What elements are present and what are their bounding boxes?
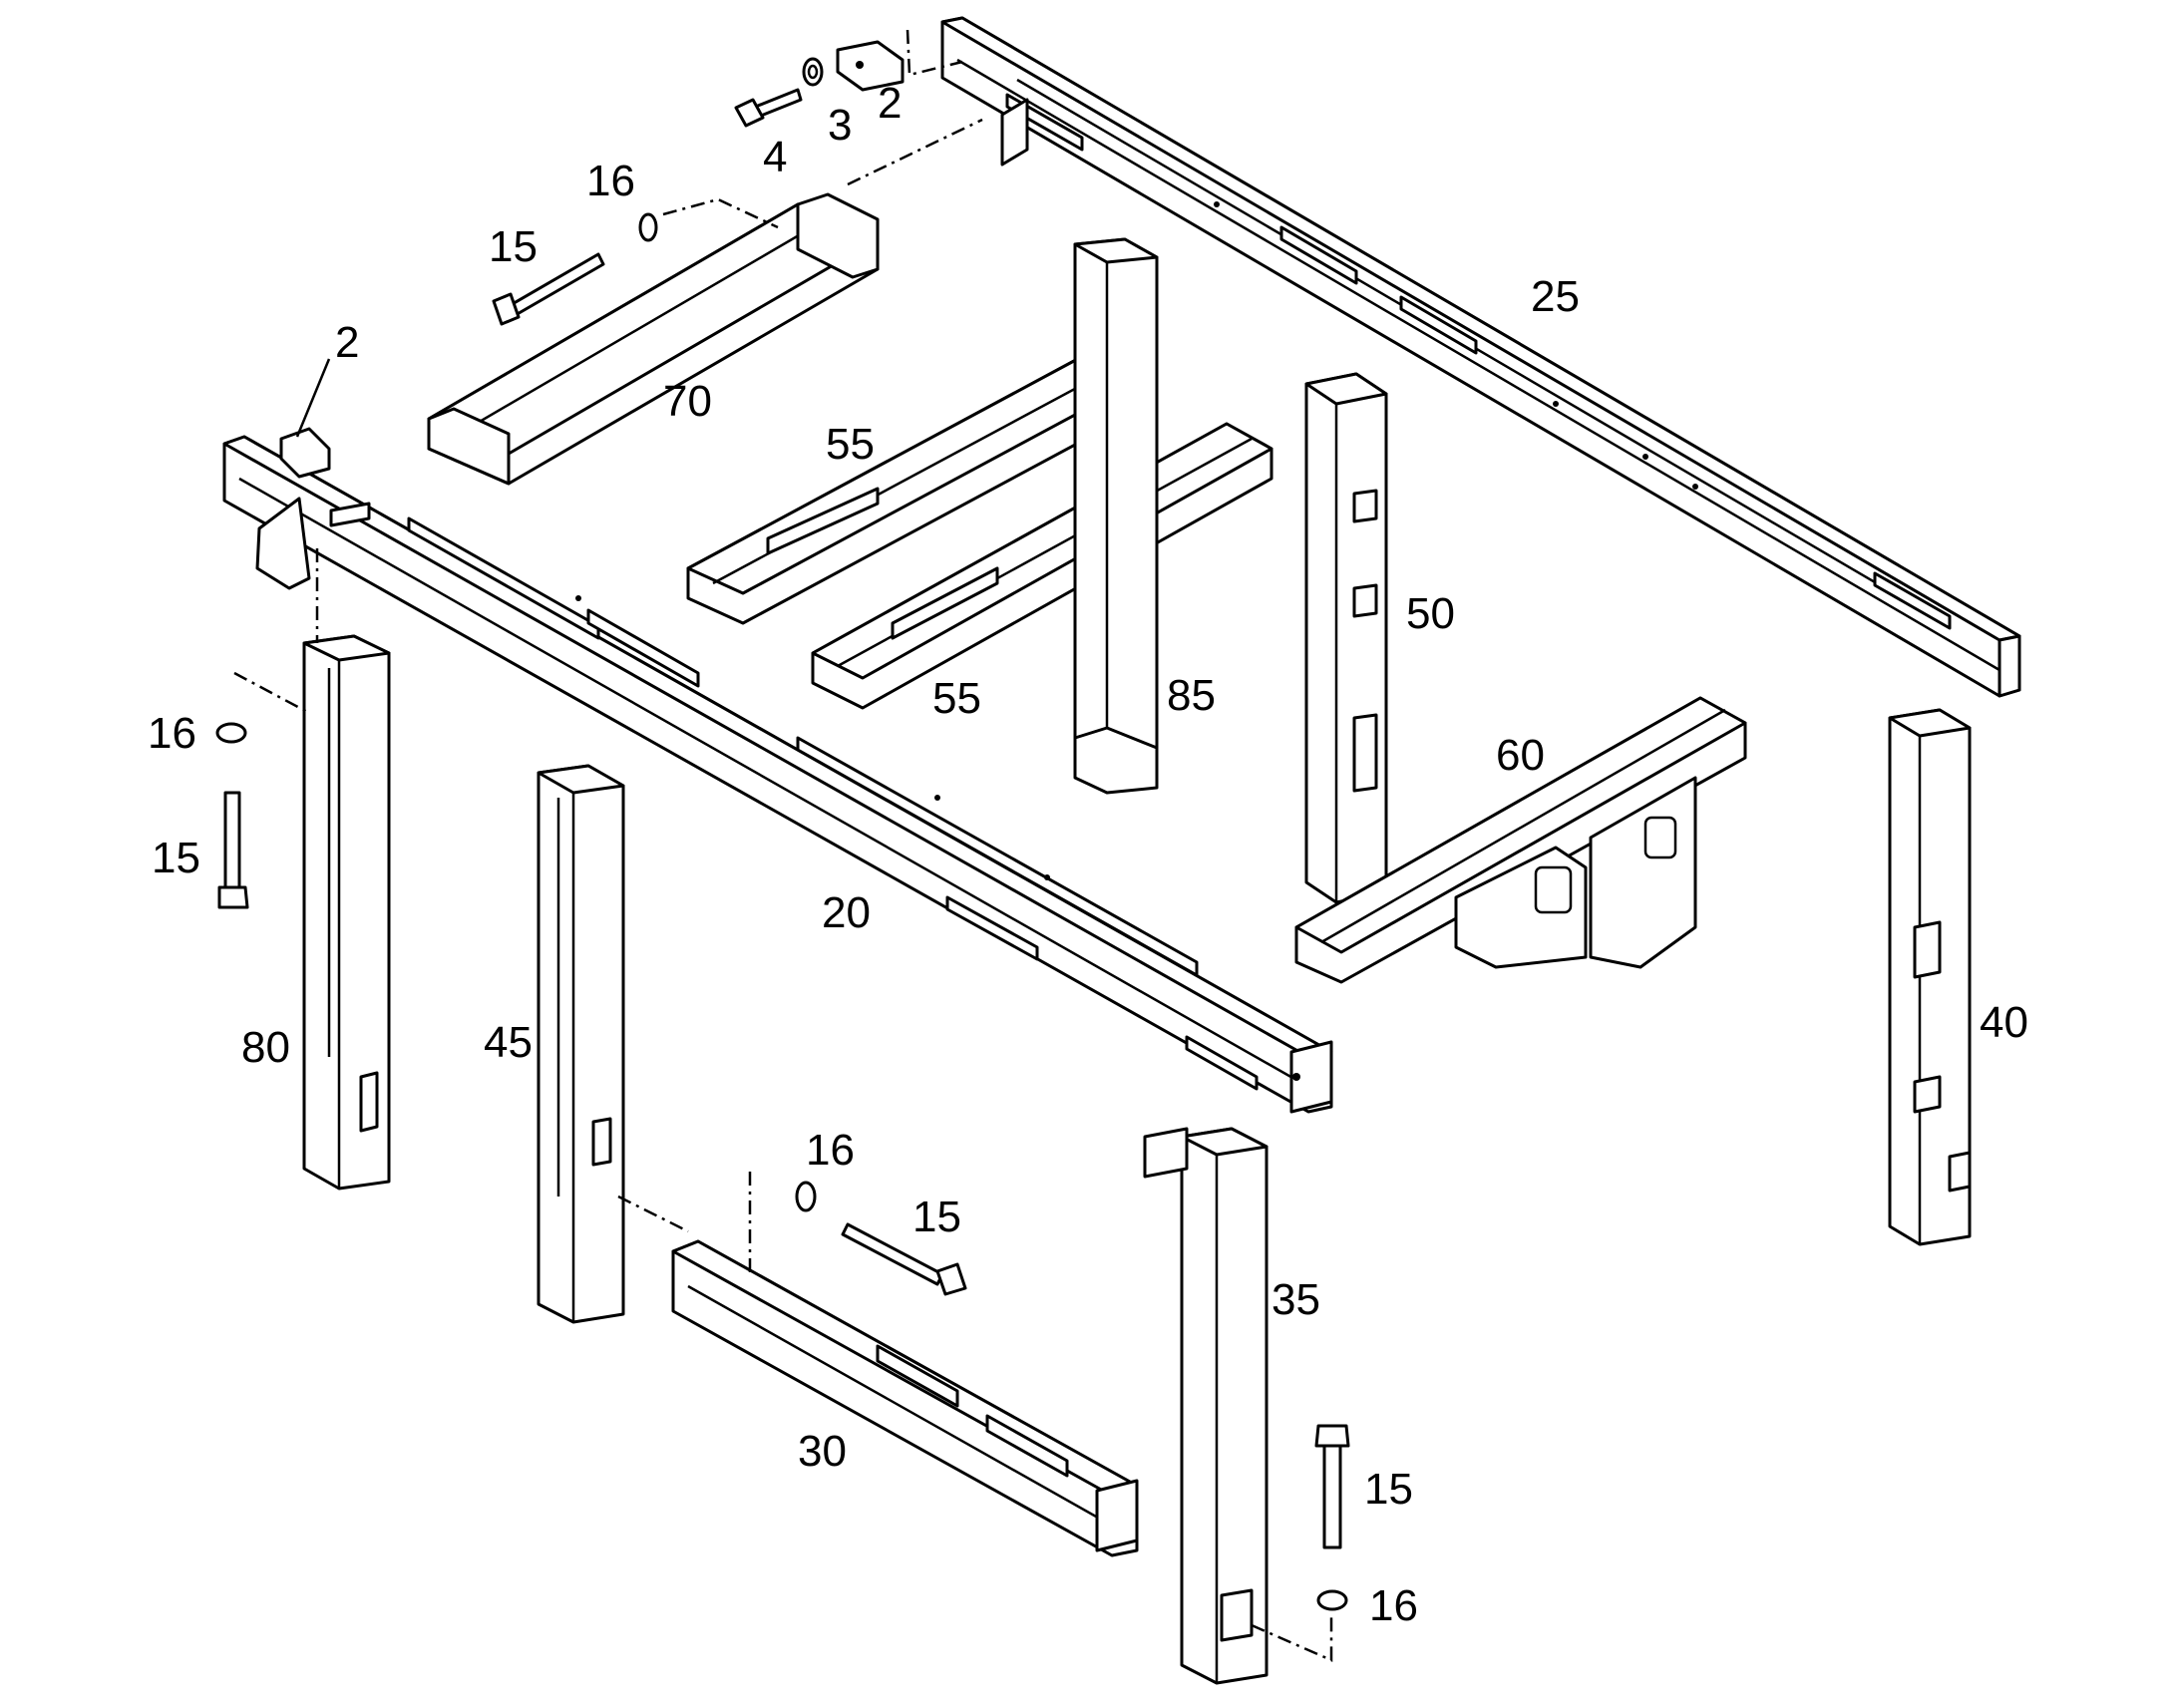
part-15-bolt-d bbox=[1314, 1424, 1350, 1549]
part-16-washer-a bbox=[638, 212, 658, 242]
part-50-post bbox=[1304, 372, 1388, 904]
callout-20: 20 bbox=[822, 888, 871, 937]
leader-dash-15a bbox=[662, 197, 779, 229]
leader-dash-45-30 bbox=[617, 1195, 689, 1233]
part-15-bolt-a bbox=[492, 252, 605, 326]
callout-4: 4 bbox=[763, 133, 787, 181]
part-35-post bbox=[1143, 1127, 1269, 1685]
part-2-bracket-top bbox=[836, 40, 905, 92]
callout-60: 60 bbox=[1496, 731, 1545, 780]
callout-15-right: 15 bbox=[1364, 1465, 1413, 1514]
callout-2-left: 2 bbox=[335, 318, 359, 367]
part-20-front-beam bbox=[222, 435, 1333, 1114]
callout-40: 40 bbox=[1980, 998, 2028, 1047]
callout-80: 80 bbox=[241, 1023, 290, 1072]
callout-35: 35 bbox=[1272, 1275, 1320, 1324]
part-70-crossbar bbox=[427, 192, 880, 486]
part-3-washer-top bbox=[802, 57, 824, 87]
callout-55-upper: 55 bbox=[826, 420, 875, 469]
callout-16-center: 16 bbox=[806, 1126, 855, 1175]
leader-dash-16b bbox=[233, 671, 310, 715]
callout-16-right: 16 bbox=[1369, 1581, 1418, 1630]
callout-15-center: 15 bbox=[912, 1193, 961, 1241]
part-16-washer-c bbox=[795, 1181, 817, 1212]
part-15-bolt-c bbox=[841, 1222, 967, 1296]
part-85-post bbox=[1073, 237, 1159, 795]
part-16-washer-b bbox=[215, 722, 247, 744]
callout-50: 50 bbox=[1406, 589, 1455, 638]
part-80-post bbox=[302, 634, 391, 1191]
part-4-bolt-top bbox=[734, 88, 803, 128]
callout-45: 45 bbox=[484, 1018, 533, 1067]
callout-85: 85 bbox=[1167, 671, 1216, 720]
callout-15-top: 15 bbox=[489, 222, 538, 271]
leader-dash-top-beam bbox=[847, 118, 983, 186]
callout-70: 70 bbox=[663, 377, 712, 426]
part-40-post bbox=[1888, 708, 1972, 1246]
callout-16-left: 16 bbox=[148, 709, 196, 758]
part-2-bracket-left bbox=[279, 358, 331, 479]
callout-15-left: 15 bbox=[152, 834, 200, 882]
part-45-post bbox=[537, 764, 625, 1324]
part-16-washer-d bbox=[1316, 1589, 1348, 1611]
part-25-rear-beam bbox=[940, 16, 2021, 698]
callout-3: 3 bbox=[828, 101, 852, 150]
callout-16-top: 16 bbox=[586, 157, 635, 205]
part-15-bolt-b bbox=[217, 791, 249, 909]
callout-30: 30 bbox=[798, 1427, 847, 1476]
callout-2-top: 2 bbox=[878, 79, 902, 128]
part-30-crossbar bbox=[671, 1239, 1139, 1557]
callout-55-lower: 55 bbox=[932, 674, 981, 723]
callout-25: 25 bbox=[1531, 272, 1580, 321]
part-60-crossmember bbox=[1294, 696, 1747, 984]
leader-dash-35 bbox=[1251, 1615, 1333, 1662]
